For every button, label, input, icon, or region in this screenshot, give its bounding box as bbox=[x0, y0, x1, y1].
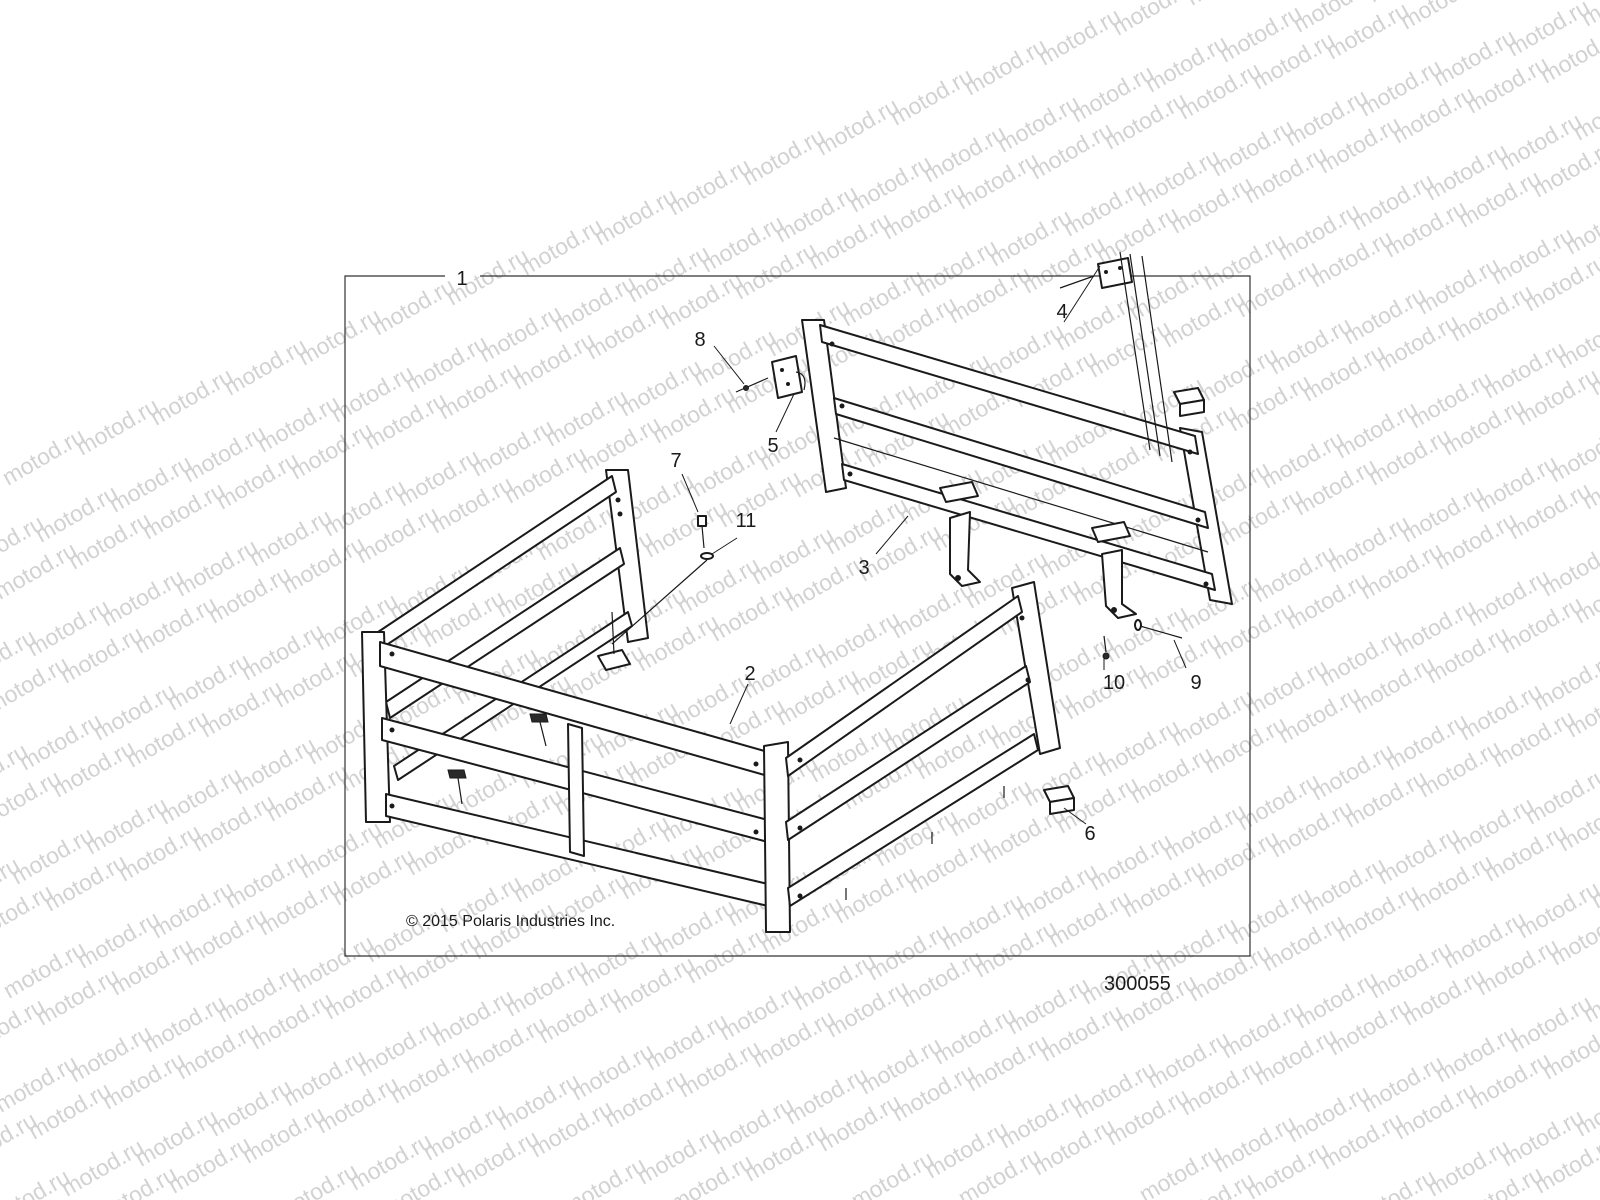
bumper-top bbox=[1173, 387, 1205, 417]
bumper-bottom bbox=[1043, 785, 1075, 815]
callout-7: 7 bbox=[670, 450, 681, 472]
leader-lines bbox=[681, 265, 1187, 825]
callout-1: 1 bbox=[456, 268, 467, 290]
callout-10: 10 bbox=[1103, 672, 1125, 694]
callout-2: 2 bbox=[744, 663, 755, 685]
bolt-and-washer bbox=[611, 515, 714, 645]
front-panel bbox=[361, 631, 769, 907]
hinge-pin bbox=[1102, 619, 1183, 660]
callout-5: 5 bbox=[767, 435, 778, 457]
callout-9: 9 bbox=[1190, 672, 1201, 694]
callout-4: 4 bbox=[1056, 301, 1067, 323]
left-latch bbox=[735, 355, 806, 399]
callout-8: 8 bbox=[694, 329, 705, 351]
right-latch bbox=[1059, 251, 1173, 463]
copyright-notice: © 2015 Polaris Industries Inc. bbox=[406, 913, 615, 930]
callout-6: 6 bbox=[1084, 823, 1095, 845]
rear-panel bbox=[801, 319, 1233, 619]
figure-number: 300055 bbox=[1104, 973, 1171, 995]
right-side-panel bbox=[763, 581, 1061, 933]
callout-11: 11 bbox=[736, 510, 757, 532]
callout-3: 3 bbox=[858, 557, 869, 579]
